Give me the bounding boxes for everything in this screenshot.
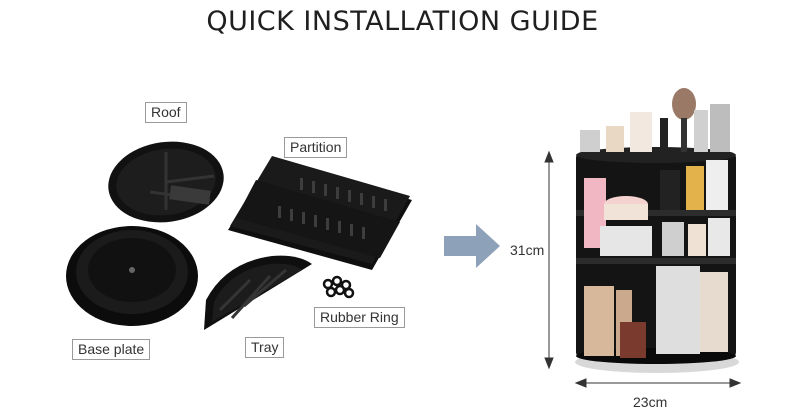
partition-part <box>228 156 412 270</box>
base-plate-part <box>66 226 198 326</box>
rubber-ring-label: Rubber Ring <box>314 307 405 328</box>
height-dimension-line <box>544 150 554 370</box>
tray-part <box>204 255 312 330</box>
rubber-ring-part <box>322 275 355 299</box>
width-dimension-line <box>574 378 742 388</box>
page-title: QUICK INSTALLATION GUIDE <box>206 6 599 37</box>
roof-label: Roof <box>145 102 187 123</box>
base-plate-label: Base plate <box>72 339 151 360</box>
arrow-icon <box>444 224 500 268</box>
partition-label: Partition <box>284 137 348 158</box>
assembled-organizer <box>575 88 739 373</box>
height-label: 31cm <box>510 242 545 258</box>
width-label: 23cm <box>633 394 668 410</box>
tray-label: Tray <box>245 337 285 358</box>
roof-part <box>108 141 224 223</box>
